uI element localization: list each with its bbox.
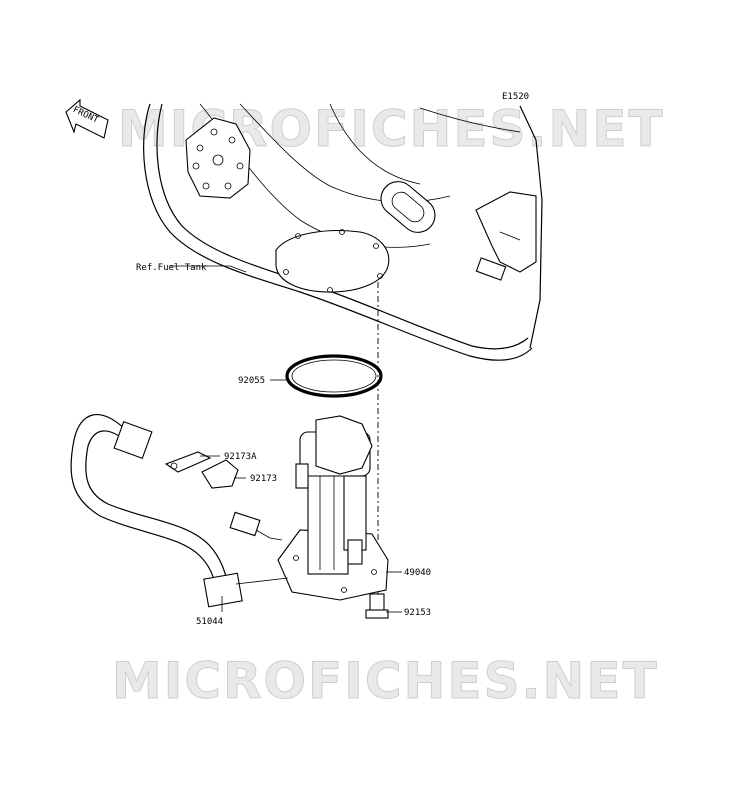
wire-connector	[229, 511, 283, 541]
leader-hose-pump	[235, 577, 289, 585]
o-ring-92055	[285, 354, 383, 398]
part-label-49040: 49040	[404, 568, 431, 578]
part-label-92173a: 92173A	[224, 452, 257, 462]
leader-ref-fuel-tank	[170, 265, 247, 273]
watermark-bottom: MICROFICHES.NET	[112, 652, 659, 710]
part-label-92055: 92055	[238, 376, 265, 386]
part-label-51044: 51044	[196, 617, 223, 627]
diagram-code: E1520	[502, 92, 529, 102]
fuel-pump-49040	[277, 415, 389, 601]
part-label-92173: 92173	[250, 474, 277, 484]
part-label-ref-fuel-tank: Ref.Fuel Tank	[136, 263, 207, 273]
front-arrow-icon: FRONT	[65, 98, 109, 139]
tank-opening-gasket	[275, 229, 390, 293]
tank-cap-plate	[185, 117, 251, 199]
tank-bracket-oval	[380, 181, 436, 233]
clamp-92173	[201, 459, 239, 489]
clamp-92173a	[164, 451, 212, 473]
fuel-hose-51044	[70, 414, 243, 608]
tank-bracket-right	[475, 191, 537, 281]
bolt-92153	[365, 593, 389, 619]
part-label-92153: 92153	[404, 608, 431, 618]
